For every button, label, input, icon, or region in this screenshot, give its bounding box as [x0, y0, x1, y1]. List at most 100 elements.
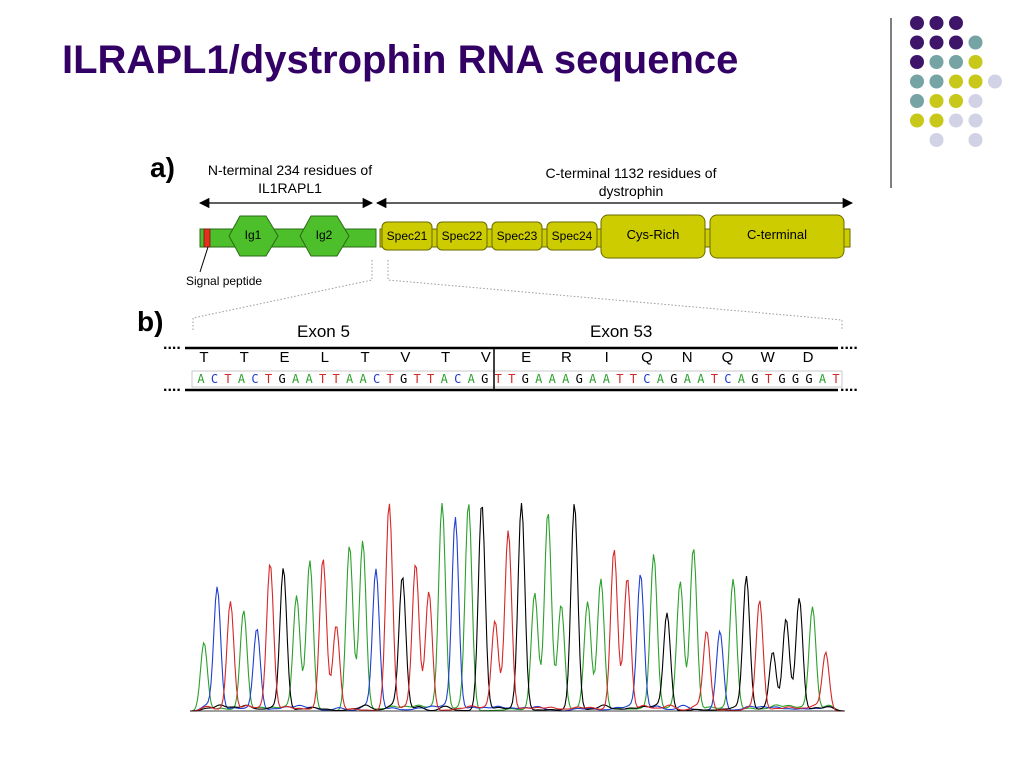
ig2-domain — [299, 215, 350, 257]
nucleotide-box — [191, 370, 843, 388]
spec23-label: Spec23 — [496, 229, 538, 243]
decor-dot — [968, 35, 983, 50]
decor-dot — [968, 55, 983, 69]
nucleotide: A — [359, 372, 367, 386]
amino-acid: I — [604, 349, 609, 366]
exon-53-label: Exon 53 — [590, 322, 653, 341]
decor-dot — [949, 94, 963, 108]
protein-diagram — [185, 197, 854, 392]
c-terminal-domain-label: C-terminal — [747, 227, 807, 242]
nucleotide: A — [237, 372, 246, 386]
nucleotide: A — [656, 372, 664, 386]
ig2-label: Ig2 — [315, 228, 333, 242]
decor-dot — [968, 74, 983, 89]
decor-dot — [929, 74, 944, 89]
cys-rich-domain — [600, 214, 706, 259]
decor-dot — [929, 55, 944, 69]
decor-dot — [929, 94, 944, 108]
n-terminal-label: N-terminal 234 residues of IL1RAPL1 — [207, 162, 373, 196]
slide-title: ILRAPL1/dystrophin RNA sequence — [62, 38, 739, 82]
zoom-lines-left — [192, 260, 373, 330]
c-terminal-domain — [709, 214, 845, 259]
nucleotide: T — [764, 372, 773, 386]
decor-dot — [968, 113, 983, 128]
decor-dot — [929, 113, 944, 128]
spec21-label: Spec21 — [386, 229, 428, 243]
decor-dot — [949, 113, 963, 128]
nucleotide: G — [400, 372, 408, 386]
trace-C — [190, 517, 845, 712]
decor-dot — [929, 35, 944, 50]
nucleotide: A — [589, 372, 597, 386]
exon-5-label: Exon 5 — [297, 322, 350, 341]
nucleotide: G — [481, 372, 489, 386]
nucleotide: C — [643, 372, 651, 386]
trace-T — [190, 503, 844, 712]
spec24-domain — [546, 221, 598, 251]
nucleotide: G — [805, 372, 813, 386]
nucleotide: A — [535, 372, 543, 386]
decor-dot — [910, 35, 924, 50]
nucleotide: G — [575, 372, 583, 386]
ellipsis-top-right: .... — [840, 336, 858, 353]
nucleotide: T — [710, 372, 718, 386]
zoom-lines-right — [387, 260, 843, 330]
decor-dot — [949, 16, 963, 30]
nucleotide: A — [737, 372, 746, 386]
decor-dot — [910, 94, 924, 108]
decor-dot — [910, 74, 924, 89]
amino-acid: E — [279, 349, 290, 366]
nucleotide: T — [832, 372, 840, 386]
amino-acid: E — [521, 349, 532, 366]
decor-dot — [910, 55, 924, 69]
nucleotide: A — [291, 372, 300, 386]
nucleotide: T — [332, 372, 340, 386]
ig1-label: Ig1 — [244, 228, 262, 242]
decor-dot — [910, 16, 924, 30]
amino-acid: T — [199, 349, 209, 366]
amino-acid: L — [320, 349, 329, 366]
nucleotide: A — [602, 372, 610, 386]
amino-acid: N — [681, 349, 693, 366]
nucleotide: T — [508, 372, 516, 386]
nucleotide: A — [345, 372, 354, 386]
nucleotide: T — [427, 372, 435, 386]
nucleotide: A — [305, 372, 313, 386]
trace-A — [190, 502, 844, 712]
amino-acid: D — [802, 349, 814, 366]
c-terminal-label: C-terminal 1132 residues of dystrophin — [545, 165, 717, 199]
amino-acid: V — [480, 349, 491, 366]
panel-a-label: a) — [150, 152, 175, 183]
ig1-domain — [228, 215, 279, 257]
decor-dot — [949, 35, 963, 50]
nucleotide: A — [548, 372, 556, 386]
nucleotide: A — [818, 372, 827, 386]
decor-dot — [988, 74, 1002, 89]
nucleotide: G — [278, 372, 286, 386]
spec23-domain — [491, 221, 543, 251]
nucleotide: G — [521, 372, 529, 386]
decor-dot — [949, 74, 963, 89]
amino-acid: Q — [721, 349, 734, 366]
spec22-domain — [436, 221, 488, 251]
signal-peptide-pointer — [199, 246, 209, 273]
nucleotide: T — [494, 372, 502, 386]
nucleotide: T — [264, 372, 273, 386]
signal-peptide-marker — [203, 228, 211, 248]
sequencing-chromatogram — [190, 502, 845, 712]
nucleotide: A — [467, 372, 475, 386]
nucleotide: G — [791, 372, 800, 386]
amino-acid: T — [360, 349, 370, 366]
nucleotide: G — [751, 372, 759, 386]
nucleotide: A — [683, 372, 691, 386]
ellipsis-bottom-left: .... — [163, 378, 181, 395]
nucleotide: T — [616, 372, 624, 386]
signal-peptide-label: Signal peptide — [186, 274, 263, 288]
nucleotide: C — [251, 372, 259, 386]
nucleotide: A — [440, 372, 448, 386]
decor-dot — [968, 94, 983, 108]
nucleotide: C — [210, 372, 219, 386]
spec21-domain — [381, 221, 433, 251]
panel-b-label: b) — [137, 306, 164, 337]
trace-G — [190, 502, 845, 712]
